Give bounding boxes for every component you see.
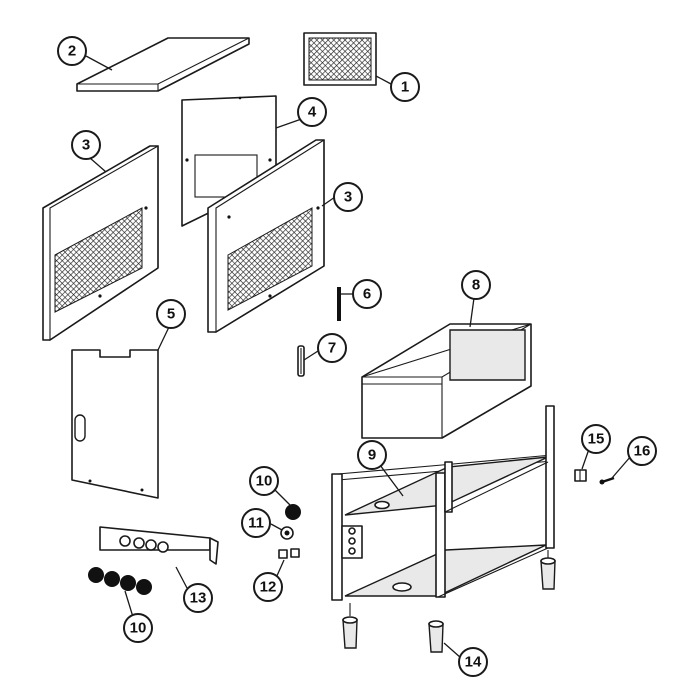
part-side-panel-left [42, 145, 159, 342]
callout-4: 4 [297, 97, 327, 127]
callout-9-label: 9 [368, 447, 376, 464]
callout-1: 1 [390, 72, 420, 102]
part-control-bracket [99, 526, 219, 565]
callout-11-label: 11 [248, 515, 264, 532]
callout-3-right: 3 [333, 182, 363, 212]
part-clip [278, 548, 300, 559]
part-top-lid [76, 37, 250, 92]
callout-5: 5 [156, 299, 186, 329]
callout-8: 8 [461, 270, 491, 300]
callout-14-label: 14 [465, 654, 482, 671]
callout-1-label: 1 [401, 79, 409, 96]
callout-2-label: 2 [68, 43, 76, 60]
callout-9: 9 [357, 440, 387, 470]
callout-3-left: 3 [71, 130, 101, 160]
callout-3-right-label: 3 [344, 189, 352, 206]
callout-6-label: 6 [363, 286, 371, 303]
callout-8-label: 8 [472, 277, 480, 294]
callout-4-label: 4 [308, 104, 317, 121]
part-front-door [71, 349, 159, 499]
callout-12-label: 12 [260, 579, 277, 596]
callout-2: 2 [57, 36, 87, 66]
callout-10-lower-label: 10 [130, 620, 147, 637]
callout-6: 6 [352, 279, 382, 309]
callout-13-label: 13 [190, 590, 207, 607]
callout-11: 11 [241, 508, 271, 538]
callout-7-label: 7 [328, 340, 336, 357]
callout-15-label: 15 [588, 431, 605, 448]
callout-16: 16 [627, 436, 657, 466]
part-base-frame [331, 405, 555, 601]
callout-10-lower: 10 [123, 613, 153, 643]
part-tray-box [361, 323, 532, 439]
callout-13: 13 [183, 583, 213, 613]
part-rod [337, 287, 341, 321]
part-pin [297, 345, 305, 377]
part-nut [280, 526, 294, 540]
part-screw [599, 476, 615, 485]
callout-3-left-label: 3 [82, 137, 90, 154]
part-bracket-clip [574, 469, 587, 482]
callout-15: 15 [581, 424, 611, 454]
callout-14: 14 [458, 647, 488, 677]
callout-12: 12 [253, 572, 283, 602]
part-knob-single [285, 504, 301, 520]
callout-10-upper: 10 [249, 466, 279, 496]
part-knobs-group [88, 567, 152, 595]
part-side-panel-right [207, 139, 325, 333]
callout-5-label: 5 [167, 306, 175, 323]
callout-16-label: 16 [634, 443, 651, 460]
callout-7: 7 [317, 333, 347, 363]
part-legs [342, 550, 556, 653]
callout-10-upper-label: 10 [256, 473, 273, 490]
part-grille-filter [303, 32, 377, 86]
